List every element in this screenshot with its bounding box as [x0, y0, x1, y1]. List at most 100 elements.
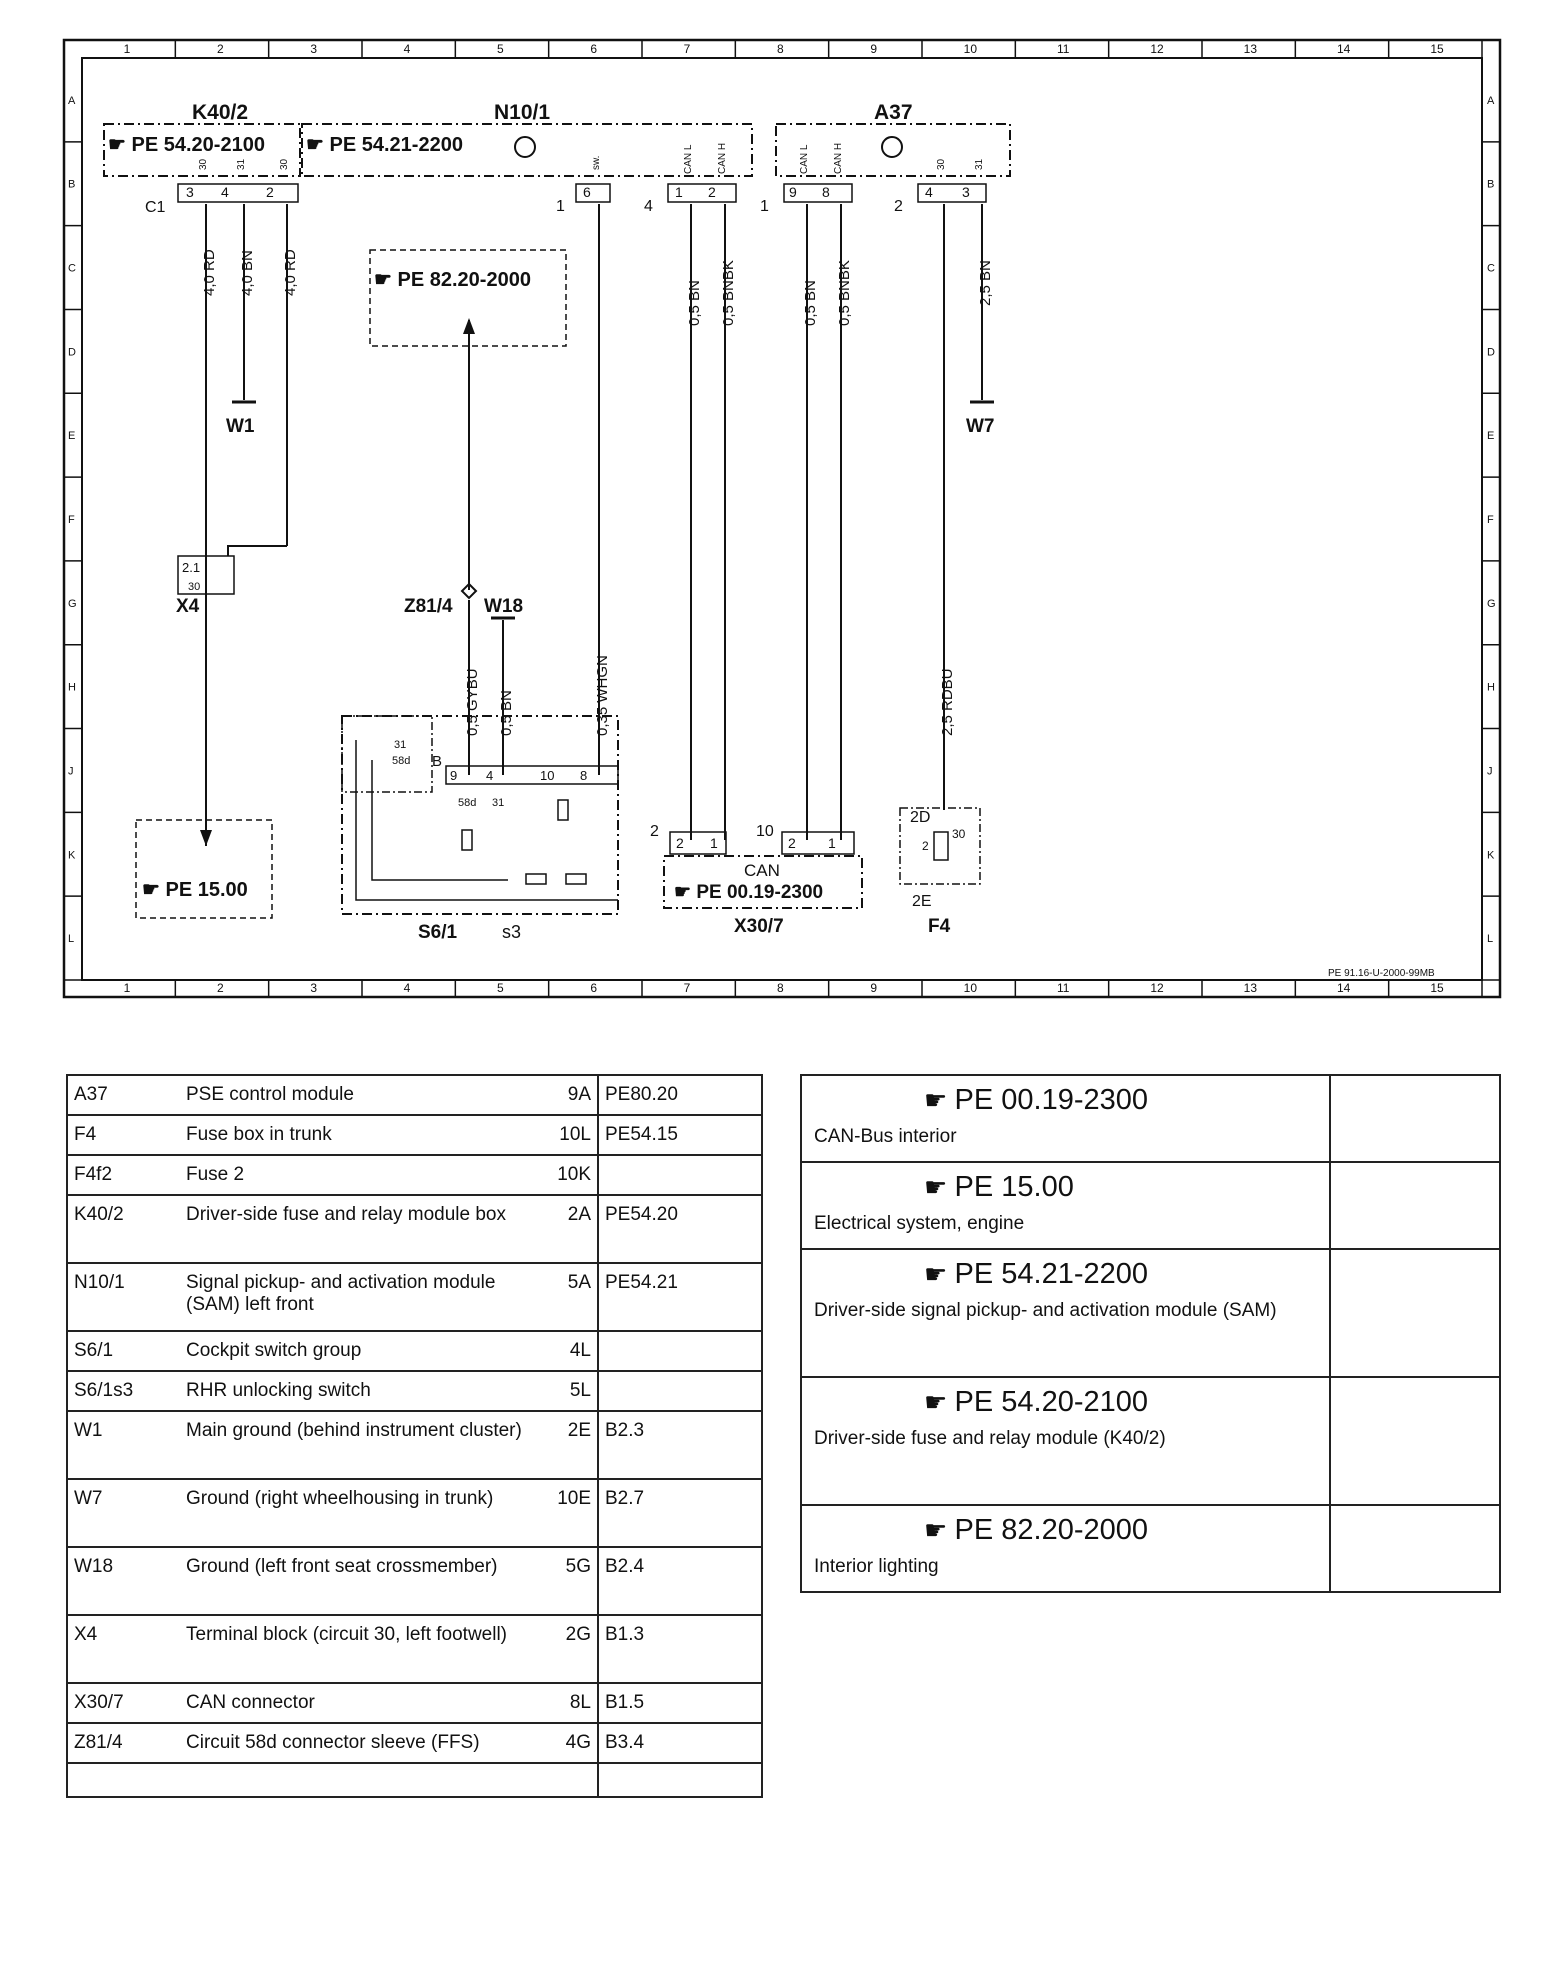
- grid-col-label: 2: [217, 981, 224, 995]
- cell-ref: B2.3: [598, 1410, 762, 1480]
- arrow-down-icon: [200, 830, 212, 846]
- s61-pin: 58d: [458, 797, 476, 809]
- cell-id: F4: [67, 1114, 180, 1156]
- component-k402: K40/2 ☛ PE 54.20-2100 30 31 30 3 4 2 C1: [103, 101, 301, 216]
- wire-label: 4,0 RD: [282, 249, 299, 296]
- cell-desc: Circuit 58d connector sleeve (FFS): [180, 1722, 545, 1764]
- ground-w18: W18: [484, 596, 523, 620]
- wire-label: 0,5 BN: [802, 280, 819, 326]
- cell-desc: Cockpit switch group: [180, 1330, 545, 1372]
- x307-pin: 1: [828, 835, 836, 851]
- k402-pinnum-2: 2: [266, 184, 274, 200]
- wire-label: 0,5 BN: [498, 690, 515, 736]
- cell-loc: 2E: [545, 1410, 599, 1480]
- reference-cell-empty: [1329, 1504, 1501, 1593]
- w18-name: W18: [484, 596, 523, 617]
- a37-pinnum: 4: [925, 184, 933, 200]
- x4-name: X4: [176, 596, 200, 617]
- a37-pin-canl: CAN L: [799, 144, 810, 174]
- cell-loc: 5G: [545, 1546, 599, 1616]
- hand-icon: ☛: [108, 134, 126, 156]
- x307-pin: 2: [650, 823, 659, 840]
- cell-loc: 8L: [545, 1682, 599, 1724]
- wire-label: 0,5 BNBK: [720, 260, 737, 326]
- x4-pin: 2.1: [182, 560, 200, 575]
- grid-col-label: 12: [1150, 981, 1164, 995]
- cell-empty: [180, 1762, 545, 1798]
- cell-id: S6/1: [67, 1330, 180, 1372]
- a37-pinnum: 8: [822, 184, 830, 200]
- k402-pinnum-3: 3: [186, 184, 194, 200]
- wire-label: 4,0 RD: [201, 249, 218, 296]
- cell-desc: RHR unlocking switch: [180, 1370, 545, 1412]
- grid-row-label: J: [1487, 765, 1493, 777]
- reference-code: ☛ PE 54.20-2100: [814, 1386, 1319, 1419]
- pe8220-label: ☛ PE 82.20-2000: [374, 269, 531, 291]
- reference-code-text: PE 15.00: [954, 1171, 1074, 1203]
- cell-empty: [545, 1762, 599, 1798]
- cell-loc: 9A: [545, 1074, 599, 1116]
- grid-row-label: H: [68, 682, 76, 694]
- cell-id: W18: [67, 1546, 180, 1616]
- f4-pin: 2E: [912, 893, 932, 910]
- cell-id: A37: [67, 1074, 180, 1116]
- cell-desc: Driver-side fuse and relay module box: [180, 1194, 545, 1264]
- component-z814: Z81/4: [404, 582, 478, 617]
- cell-id: Z81/4: [67, 1722, 180, 1764]
- cell-ref: PE54.21: [598, 1262, 762, 1332]
- hand-pointer-icon: ☛: [924, 1387, 955, 1417]
- grid-row-label: H: [1487, 682, 1495, 694]
- cell-id: X4: [67, 1614, 180, 1684]
- cell-loc: 2A: [545, 1194, 599, 1264]
- hand-icon: ☛: [142, 879, 160, 901]
- grid-col-label: 5: [497, 42, 504, 56]
- cell-ref: B2.4: [598, 1546, 762, 1616]
- reference-code: ☛ PE 15.00: [814, 1171, 1319, 1204]
- transistor-icon: [514, 136, 536, 158]
- cell-loc: 5A: [545, 1262, 599, 1332]
- n101-pinnum: 1: [675, 184, 683, 200]
- cell-empty: [67, 1762, 180, 1798]
- k402-pin-30b: 30: [279, 158, 290, 170]
- x307-pin: 10: [756, 823, 774, 840]
- wire-label: 2,5 RDBU: [939, 668, 956, 736]
- x307-pin: 1: [710, 835, 718, 851]
- hand-icon: ☛: [374, 269, 392, 291]
- wire-label: 0,5 BN: [686, 280, 703, 326]
- cell-empty: [598, 1762, 762, 1798]
- x307-label: CAN: [744, 861, 780, 880]
- grid-col-label: 13: [1244, 981, 1258, 995]
- cell-loc: 2G: [545, 1614, 599, 1684]
- grid-row-label: F: [68, 514, 75, 526]
- s61-name: S6/1: [418, 922, 458, 943]
- grid-col-label: 4: [404, 42, 411, 56]
- reference-desc: Electrical system, engine: [814, 1213, 1025, 1234]
- cell-ref: [598, 1330, 762, 1372]
- grid-col-label: 1: [124, 42, 131, 56]
- grid-col-label: 2: [217, 42, 224, 56]
- grid-row-label: F: [1487, 514, 1494, 526]
- arrow-up-icon: [463, 318, 475, 334]
- cell-desc: Fuse box in trunk: [180, 1114, 545, 1156]
- n101-pin-canh: CAN H: [717, 143, 728, 174]
- grid-col-label: 11: [1057, 981, 1070, 995]
- grid-col-label: 4: [404, 981, 411, 995]
- cell-desc: Ground (left front seat crossmember): [180, 1546, 545, 1616]
- grid-col-label: 5: [497, 981, 504, 995]
- cell-desc: CAN connector: [180, 1682, 545, 1724]
- grid-col-label: 14: [1337, 981, 1351, 995]
- k402-connector-c1: C1: [145, 199, 166, 216]
- cell-id: F4f2: [67, 1154, 180, 1196]
- grid-col-label: 8: [777, 42, 784, 56]
- grid-col-label: 14: [1337, 42, 1351, 56]
- n101-pinnum: 1: [760, 198, 769, 215]
- w7-name: W7: [966, 416, 995, 437]
- s61-pin: B: [432, 753, 442, 770]
- cell-loc: 10L: [545, 1114, 599, 1156]
